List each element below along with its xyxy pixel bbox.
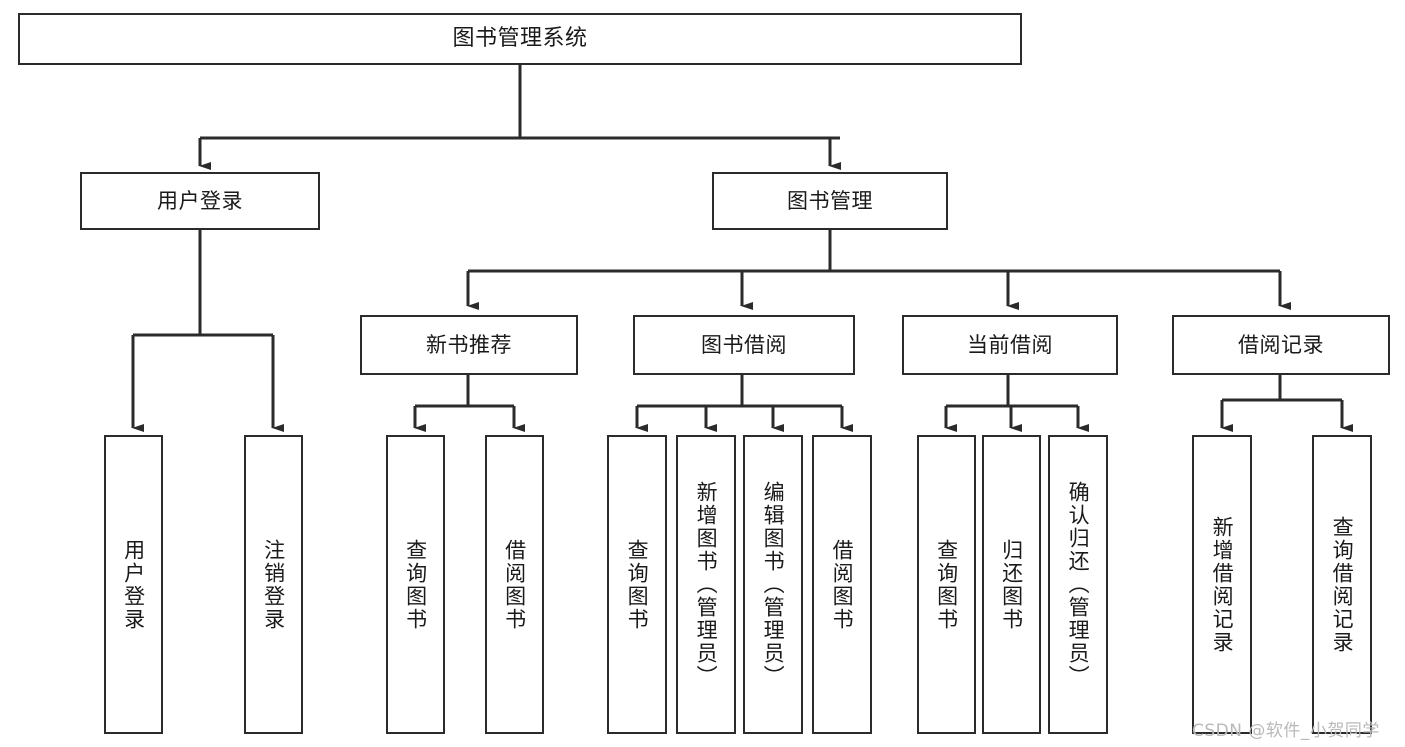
node-label: 图书管理系统 [452,25,588,51]
node-label: 注销登录 [261,538,286,631]
node-label: 借阅图书 [830,538,855,631]
node-label: 用户登录 [121,538,146,631]
node-label: 新增借阅记录 [1210,515,1235,654]
node-leaf-borrow-book-2[interactable]: 借阅图书 [812,435,872,734]
node-leaf-query-record[interactable]: 查询借阅记录 [1312,435,1372,734]
node-label: 查询借阅记录 [1330,515,1355,654]
node-label: 归还图书 [999,538,1024,631]
csdn-watermark: CSDN @软件_小贺同学 [1192,721,1380,741]
node-leaf-user-login[interactable]: 用户登录 [104,435,163,734]
node-borrow-record[interactable]: 借阅记录 [1172,315,1390,375]
node-leaf-query-book-3[interactable]: 查询图书 [917,435,976,734]
node-label: 用户登录 [157,188,243,213]
node-label: 借阅记录 [1238,332,1324,357]
node-label: 查询图书 [625,538,650,631]
node-leaf-confirm-return[interactable]: 确认归还（管理员） [1048,435,1108,734]
node-label: 新书推荐 [426,332,512,357]
node-book-borrow[interactable]: 图书借阅 [633,315,855,375]
node-label: 查询图书 [934,538,959,631]
node-leaf-query-book-2[interactable]: 查询图书 [607,435,667,734]
node-leaf-add-record[interactable]: 新增借阅记录 [1192,435,1252,734]
node-leaf-query-book-1[interactable]: 查询图书 [386,435,445,734]
node-leaf-borrow-book-1[interactable]: 借阅图书 [485,435,544,734]
node-leaf-edit-book[interactable]: 编辑图书（管理员） [743,435,803,734]
node-new-book-recommend[interactable]: 新书推荐 [360,315,578,375]
node-root-book-management-system[interactable]: 图书管理系统 [18,13,1022,65]
node-label: 图书管理 [787,188,873,213]
node-current-borrow[interactable]: 当前借阅 [902,315,1118,375]
node-label: 确认归还（管理员） [1066,481,1091,688]
node-label: 查询图书 [403,538,428,631]
node-user-login[interactable]: 用户登录 [80,172,320,230]
node-label: 新增图书（管理员） [694,481,719,688]
node-label: 借阅图书 [502,538,527,631]
node-leaf-return-book[interactable]: 归还图书 [982,435,1041,734]
node-book-manage[interactable]: 图书管理 [712,172,948,230]
node-leaf-logout-login[interactable]: 注销登录 [244,435,303,734]
node-label: 当前借阅 [967,332,1053,357]
node-leaf-add-book[interactable]: 新增图书（管理员） [676,435,736,734]
node-label: 编辑图书（管理员） [761,481,786,688]
node-label: 图书借阅 [701,332,787,357]
